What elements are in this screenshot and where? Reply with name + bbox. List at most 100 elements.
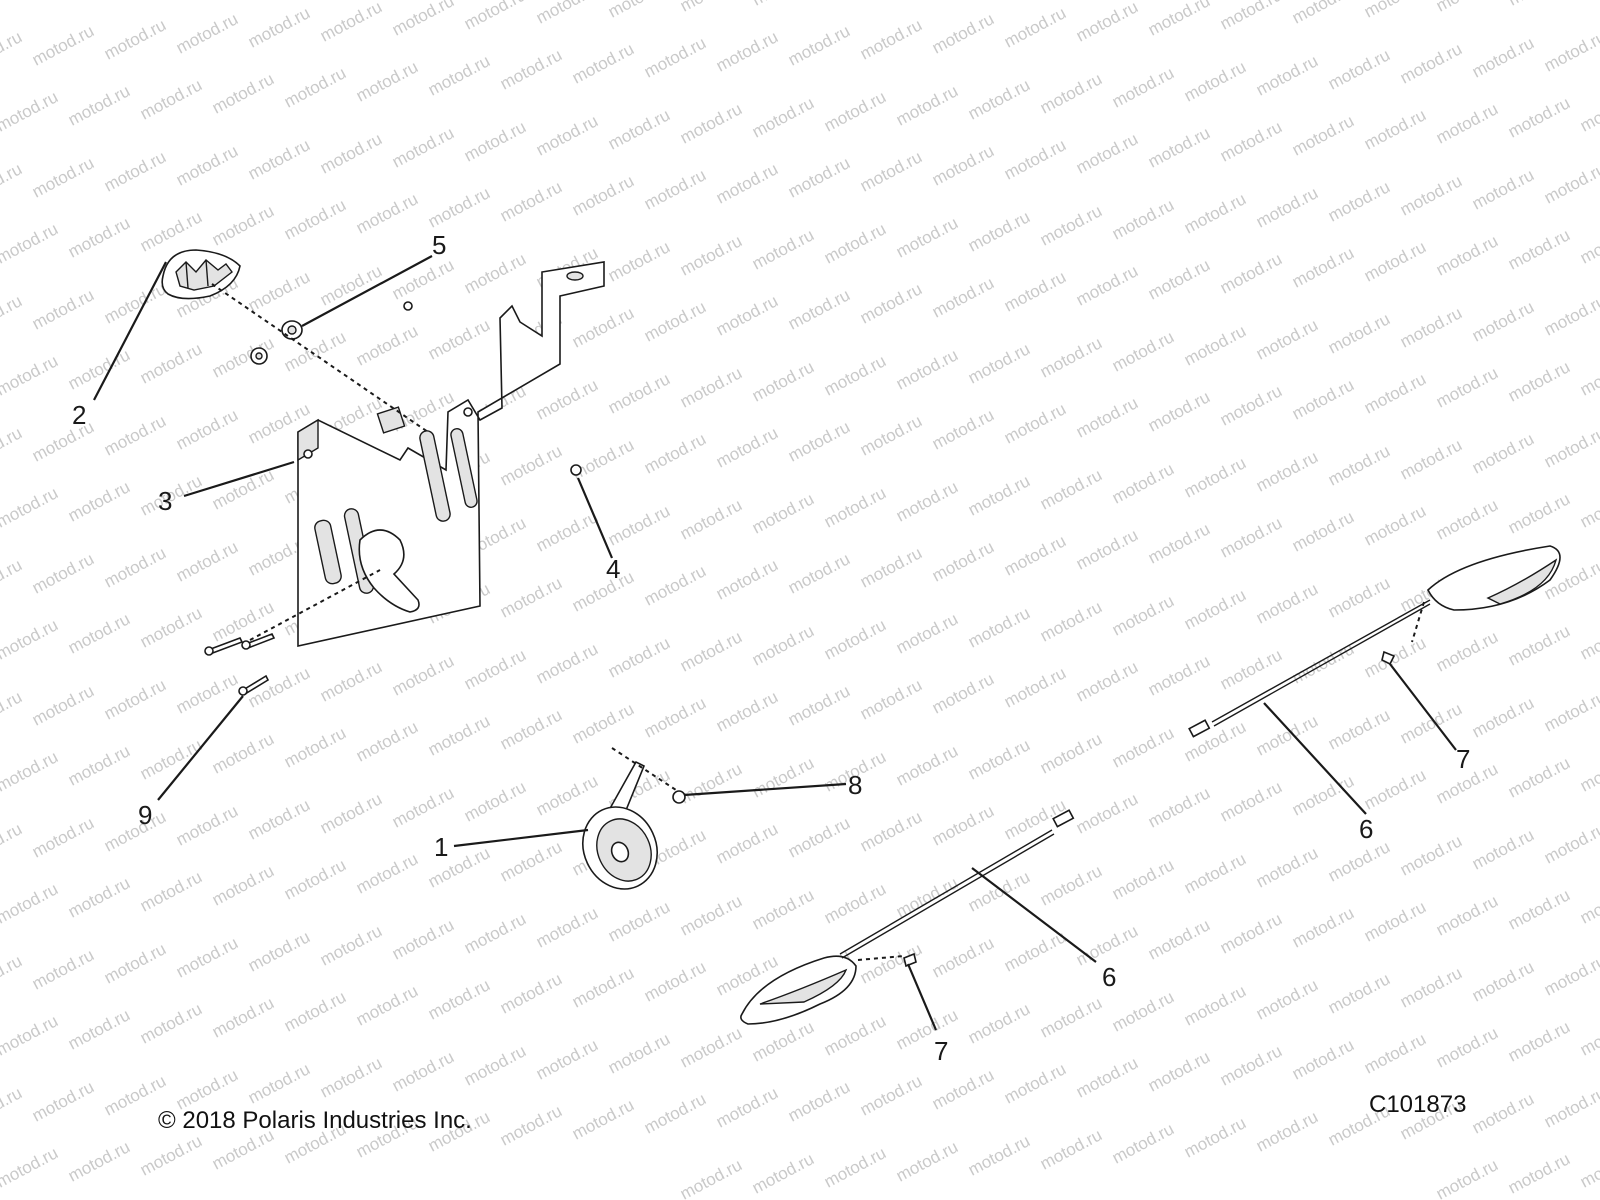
watermark-text: motod.ru <box>1073 393 1141 441</box>
watermark-text: motod.ru <box>569 39 637 87</box>
watermark-text: motod.ru <box>1325 45 1393 93</box>
watermark-text: motod.ru <box>1577 879 1600 927</box>
watermark-text: motod.ru <box>1433 1155 1501 1200</box>
watermark-text: motod.ru <box>749 225 817 273</box>
watermark-text: motod.ru <box>569 567 637 615</box>
watermark-text: motod.ru <box>749 93 817 141</box>
watermark-text: motod.ru <box>173 537 241 585</box>
watermark-text: motod.ru <box>893 213 961 261</box>
watermark-text: motod.ru <box>245 3 313 51</box>
watermark-text: motod.ru <box>1037 201 1105 249</box>
watermark-text: motod.ru <box>1361 897 1429 945</box>
watermark-text: motod.ru <box>1577 747 1600 795</box>
watermark-text: motod.ru <box>1361 765 1429 813</box>
watermark-text: motod.ru <box>677 759 745 807</box>
watermark-text: motod.ru <box>1145 783 1213 831</box>
watermark-text: motod.ru <box>605 369 673 417</box>
watermark-text: motod.ru <box>533 1035 601 1083</box>
watermark-text: motod.ru <box>1505 0 1573 10</box>
watermark-text: motod.ru <box>353 189 421 237</box>
watermark-text: motod.ru <box>353 717 421 765</box>
watermark-text: motod.ru <box>137 339 205 387</box>
watermark-text: motod.ru <box>713 819 781 867</box>
watermark-text: motod.ru <box>1577 0 1600 4</box>
watermark-text: motod.ru <box>1577 351 1600 399</box>
watermark-text: motod.ru <box>965 735 1033 783</box>
watermark-text: motod.ru <box>821 0 889 4</box>
watermark-text: motod.ru <box>1577 1143 1600 1191</box>
watermark-text: motod.ru <box>965 339 1033 387</box>
watermark-text: motod.ru <box>893 1137 961 1185</box>
watermark-text: motod.ru <box>1541 687 1600 735</box>
watermark-text: motod.ru <box>425 315 493 363</box>
watermark-text: motod.ru <box>209 993 277 1041</box>
watermark-text: motod.ru <box>353 321 421 369</box>
watermark-text: motod.ru <box>641 561 709 609</box>
watermark-text: motod.ru <box>1325 573 1393 621</box>
watermark-text: motod.ru <box>1037 993 1105 1041</box>
watermark-text: motod.ru <box>1541 291 1600 339</box>
watermark-text: motod.ru <box>1541 951 1600 999</box>
watermark-text: motod.ru <box>497 1101 565 1149</box>
watermark-text: motod.ru <box>1469 825 1537 873</box>
watermark-text: motod.ru <box>29 549 97 597</box>
watermark-text: motod.ru <box>1073 525 1141 573</box>
watermark-text: motod.ru <box>1253 447 1321 495</box>
watermark-text: motod.ru <box>1181 1113 1249 1161</box>
watermark-text: motod.ru <box>1253 183 1321 231</box>
watermark-text: motod.ru <box>1361 237 1429 285</box>
watermark-text: motod.ru <box>713 159 781 207</box>
callout-numbers: 1 2 3 4 5 6 6 7 7 8 9 <box>72 230 1470 1066</box>
watermark-text: motod.ru <box>929 1065 997 1113</box>
watermark-text: motod.ru <box>1253 711 1321 759</box>
watermark-text: motod.ru <box>425 51 493 99</box>
watermark-text: motod.ru <box>785 417 853 465</box>
watermark-text: motod.ru <box>1037 729 1105 777</box>
watermark-text: motod.ru <box>1433 363 1501 411</box>
watermark-text: motod.ru <box>1037 465 1105 513</box>
watermark-text: motod.ru <box>65 873 133 921</box>
watermark-text: motod.ru <box>641 297 709 345</box>
leader-lines <box>93 255 1457 1031</box>
watermark-text: motod.ru <box>29 417 97 465</box>
watermark-text: motod.ru <box>749 0 817 10</box>
watermark-text: motod.ru <box>317 261 385 309</box>
callout-9: 9 <box>138 800 152 830</box>
watermark-text: motod.ru <box>1217 909 1285 957</box>
watermark-text: motod.ru <box>1145 255 1213 303</box>
watermark-text: motod.ru <box>713 687 781 735</box>
watermark-text: motod.ru <box>1433 231 1501 279</box>
watermark-text: motod.ru <box>1145 915 1213 963</box>
watermark-text: motod.ru <box>1109 327 1177 375</box>
watermark-text: motod.ru <box>29 1077 97 1125</box>
watermark-text: motod.ru <box>389 255 457 303</box>
watermark-text: motod.ru <box>497 705 565 753</box>
watermark-text: motod.ru <box>641 957 709 1005</box>
watermark-text: motod.ru <box>1253 1107 1321 1155</box>
watermark-text: motod.ru <box>0 687 25 735</box>
watermark-text: motod.ru <box>1361 105 1429 153</box>
watermark-text: motod.ru <box>1505 225 1573 273</box>
watermark-text: motod.ru <box>1577 87 1600 135</box>
watermark-text: motod.ru <box>1577 219 1600 267</box>
watermark-text: motod.ru <box>389 1047 457 1095</box>
watermark-text: motod.ru <box>317 1053 385 1101</box>
watermark-text: motod.ru <box>1325 969 1393 1017</box>
watermark-text: motod.ru <box>1001 663 1069 711</box>
watermark-text: motod.ru <box>0 291 25 339</box>
watermark-text: motod.ru <box>785 549 853 597</box>
watermark-text: motod.ru <box>0 351 61 399</box>
watermark-text: motod.ru <box>0 615 61 663</box>
watermark-text: motod.ru <box>893 873 961 921</box>
watermark-text: motod.ru <box>137 75 205 123</box>
screws <box>204 632 276 696</box>
watermark-text: motod.ru <box>1505 1149 1573 1197</box>
watermark-text: motod.ru <box>1361 633 1429 681</box>
watermark-text: motod.ru <box>317 921 385 969</box>
watermark-text: motod.ru <box>821 351 889 399</box>
watermark-text: motod.ru <box>893 609 961 657</box>
watermark-text: motod.ru <box>677 363 745 411</box>
watermark-text: motod.ru <box>209 729 277 777</box>
watermark-text: motod.ru <box>173 933 241 981</box>
watermark-text: motod.ru <box>29 153 97 201</box>
